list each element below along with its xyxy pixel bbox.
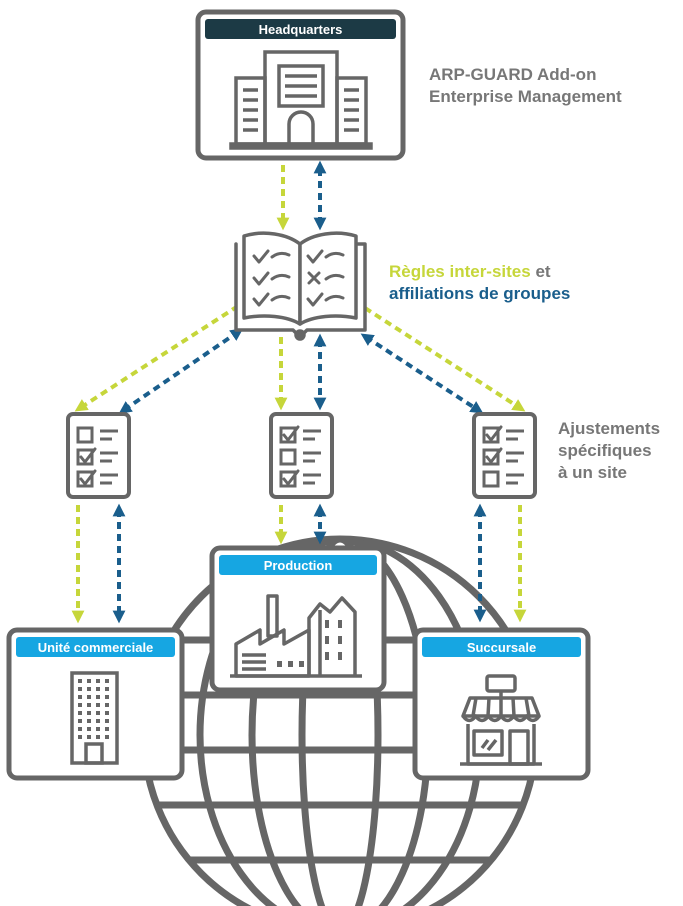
headquarters-box: Headquarters bbox=[195, 9, 406, 161]
connection-arrows bbox=[71, 160, 527, 624]
rules-label: Règles inter-sites et affiliations de gr… bbox=[389, 261, 570, 305]
rules-blue-text: affiliations de groupes bbox=[389, 284, 571, 303]
product-label-line2: Enterprise Management bbox=[429, 87, 622, 106]
rules-green-text: Règles inter-sites bbox=[389, 262, 531, 281]
unchecked-box-icon bbox=[76, 426, 118, 444]
product-label: ARP-GUARD Add-on Enterprise Management bbox=[429, 64, 622, 108]
arrow-book-to-right bbox=[363, 306, 526, 412]
unite-header bbox=[16, 637, 175, 657]
adjust-label-line1: Ajustements bbox=[558, 419, 661, 438]
production-header bbox=[219, 555, 377, 575]
tower-building-icon bbox=[70, 671, 119, 765]
checked-box-icon bbox=[279, 425, 321, 444]
succursale-box: Succursale bbox=[412, 627, 591, 781]
checklist-middle bbox=[269, 412, 334, 499]
factory-icon bbox=[230, 594, 362, 678]
arrow-left-to-book bbox=[118, 328, 244, 414]
checklist-right bbox=[472, 412, 537, 499]
headquarters-header bbox=[205, 19, 396, 39]
office-building-icon bbox=[229, 50, 373, 150]
shop-icon bbox=[460, 674, 542, 766]
adjust-label-line2: spécifiques bbox=[558, 441, 652, 460]
checked-box-icon bbox=[279, 469, 321, 488]
checked-box-icon bbox=[76, 469, 118, 488]
checklist-left bbox=[66, 412, 131, 499]
unchecked-box-icon bbox=[482, 470, 524, 488]
arrow-book-to-left bbox=[74, 304, 240, 412]
rule-book-icon bbox=[234, 231, 367, 341]
adjust-label: Ajustements spécifiques à un site bbox=[558, 418, 660, 484]
unite-title: Unité commerciale bbox=[38, 640, 154, 655]
headquarters-title: Headquarters bbox=[259, 22, 343, 37]
arrow-right-to-book bbox=[360, 333, 484, 414]
succursale-header bbox=[422, 637, 581, 657]
production-box: Production bbox=[209, 545, 387, 693]
production-title: Production bbox=[264, 558, 333, 573]
unchecked-box-icon bbox=[279, 448, 321, 466]
checked-box-icon bbox=[482, 425, 524, 444]
checked-box-icon bbox=[482, 447, 524, 466]
checked-box-icon bbox=[76, 447, 118, 466]
succursale-title: Succursale bbox=[467, 640, 536, 655]
product-label-line1: ARP-GUARD Add-on bbox=[429, 65, 597, 84]
unite-commerciale-box: Unité commerciale bbox=[6, 627, 185, 781]
adjust-label-line3: à un site bbox=[558, 463, 627, 482]
rules-connector-text: et bbox=[530, 262, 551, 281]
